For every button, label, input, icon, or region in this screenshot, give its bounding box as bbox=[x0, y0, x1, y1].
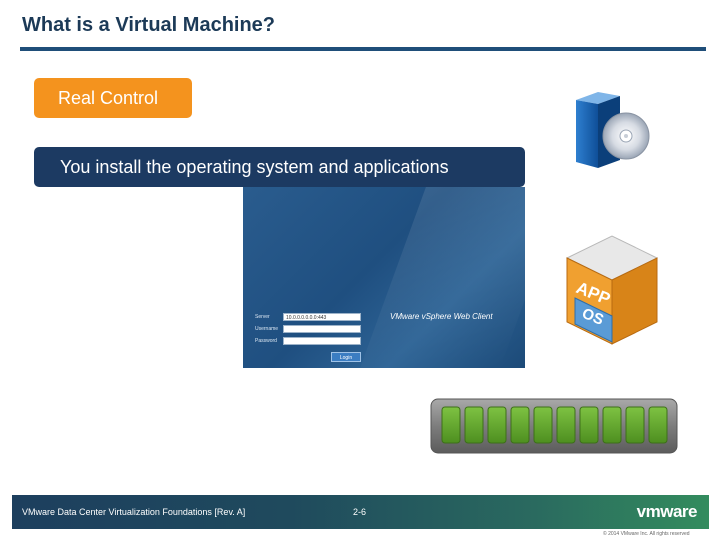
vsphere-brand-text: VMware vSphere Web Client bbox=[390, 312, 493, 321]
password-label: Password bbox=[255, 338, 277, 344]
os-label: OS bbox=[580, 305, 606, 329]
slide-title: What is a Virtual Machine? bbox=[22, 14, 276, 36]
vmware-logo: vmware bbox=[636, 502, 698, 521]
login-button: Login bbox=[331, 352, 361, 362]
install-os-box: You install the operating system and app… bbox=[34, 147, 525, 187]
page-number: 2-6 bbox=[353, 507, 367, 517]
real-control-label: Real Control bbox=[58, 87, 159, 108]
installer-disc-icon bbox=[568, 90, 654, 172]
background-shade bbox=[360, 187, 525, 368]
real-control-box: Real Control bbox=[34, 78, 192, 118]
username-label: Username bbox=[255, 326, 279, 332]
copyright-notice: © 2014 VMware Inc. All rights reserved bbox=[603, 531, 690, 537]
server-label: Server bbox=[255, 314, 270, 320]
username-field bbox=[283, 325, 361, 333]
course-title: VMware Data Center Virtualization Founda… bbox=[22, 507, 246, 517]
app-os-box-icon: APP OS bbox=[561, 230, 663, 348]
install-os-text: You install the operating system and app… bbox=[60, 156, 449, 177]
title-divider bbox=[20, 47, 706, 51]
slide-footer: VMware Data Center Virtualization Founda… bbox=[12, 495, 709, 529]
password-field bbox=[283, 337, 361, 345]
memory-module-icon bbox=[430, 398, 680, 454]
server-field: 10.0.0.0.0.0.0:443 bbox=[283, 313, 361, 321]
vsphere-login-screenshot: Server 10.0.0.0.0.0.0:443 Username Passw… bbox=[243, 187, 525, 368]
